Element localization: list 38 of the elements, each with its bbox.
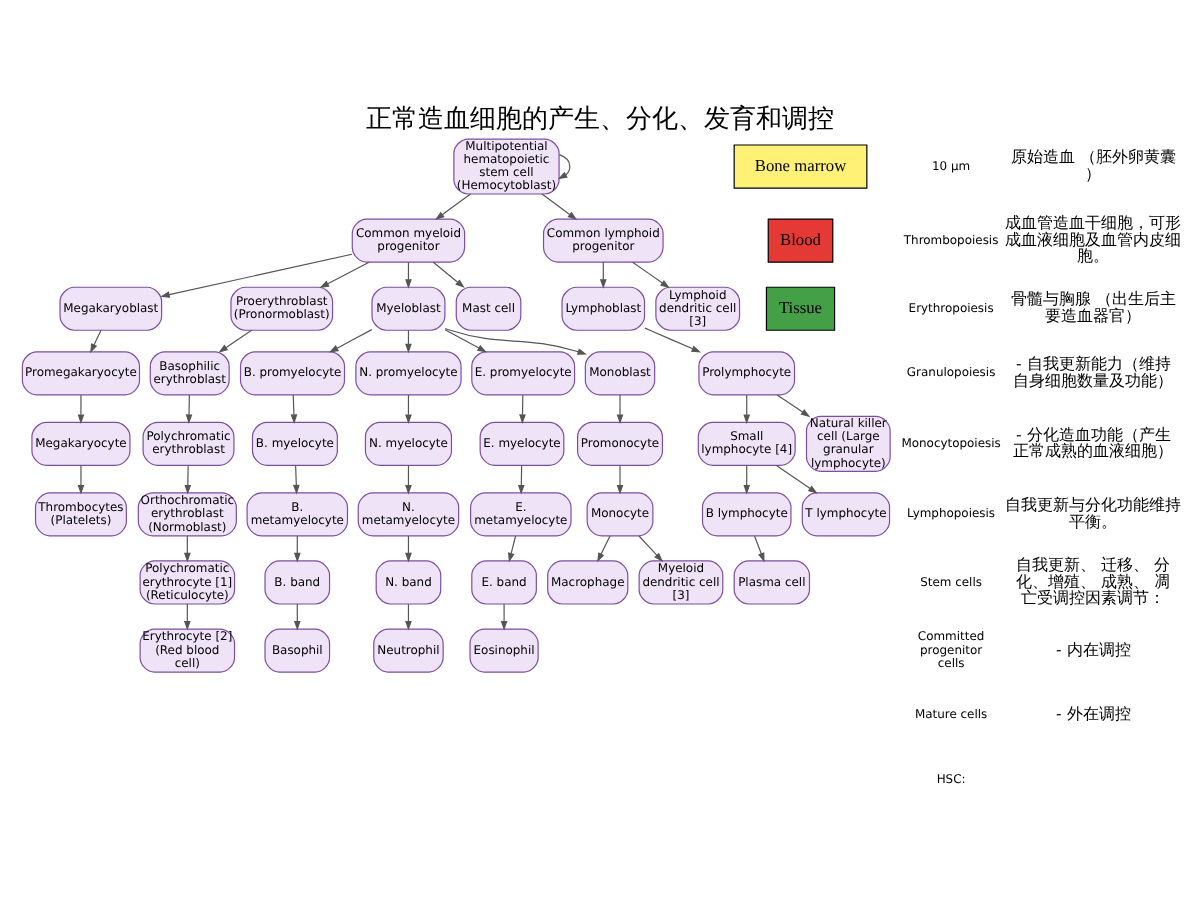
arrow — [328, 328, 373, 352]
arrow — [185, 393, 193, 424]
arrow — [632, 260, 670, 288]
arrow — [405, 463, 412, 494]
arrow — [160, 252, 353, 297]
arrow — [776, 393, 811, 417]
arrow — [616, 393, 624, 424]
arrow — [444, 326, 587, 354]
arrow — [434, 192, 472, 220]
arrow — [541, 192, 578, 220]
node-box: Tissue — [765, 285, 836, 330]
arrow — [292, 463, 300, 494]
arrow — [644, 326, 702, 352]
arrow — [432, 260, 465, 288]
arrow — [290, 393, 298, 424]
arrow — [77, 463, 85, 494]
arrow — [184, 463, 192, 494]
node-box: Blood — [767, 217, 834, 262]
arrow — [77, 393, 85, 424]
diagram-title: 正常造血细胞的产生、分化、发育和调控 — [366, 103, 834, 134]
arrow — [638, 534, 664, 561]
arrow — [616, 463, 624, 494]
arrow — [218, 328, 253, 352]
arrow — [444, 328, 487, 352]
arrow — [500, 602, 508, 630]
arrow — [775, 463, 818, 493]
arrow — [753, 534, 765, 562]
arrow — [743, 393, 751, 424]
arrow — [508, 534, 517, 562]
arrow — [557, 153, 571, 179]
arrow — [405, 393, 412, 424]
arrow — [90, 328, 102, 353]
arrow — [517, 463, 525, 494]
arrow — [597, 534, 611, 562]
node-box: Bone marrow — [733, 143, 868, 188]
arrow — [519, 393, 526, 424]
arrow — [319, 260, 370, 287]
arrow — [743, 463, 751, 494]
